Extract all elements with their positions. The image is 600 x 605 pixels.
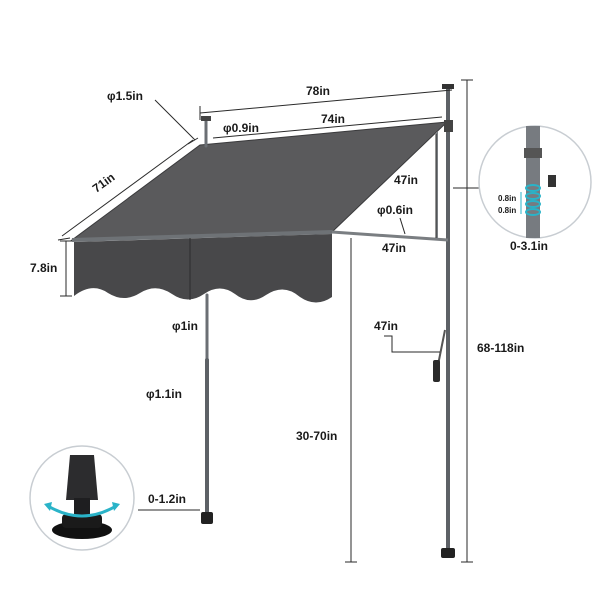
label-projection: 71in [90, 170, 118, 195]
connector-cap [201, 116, 211, 121]
label-pole-top-diameter: φ1.5in [107, 89, 143, 103]
support-arm [331, 230, 449, 242]
label-foot-adjust: 0-1.2in [148, 492, 186, 506]
label-front-pole-diameter: φ1in [172, 319, 198, 333]
foot-rotate-icon [29, 445, 135, 551]
canopy-top [70, 121, 449, 241]
rear-pole-top-cap [442, 84, 454, 89]
label-lower-pole-diameter: φ1.1in [146, 387, 182, 401]
front-bar [71, 230, 333, 242]
label-spring-gap-a: 0.8in [498, 194, 516, 203]
label-fabric-width: 74in [321, 112, 345, 126]
label-connector-diameter: φ0.9in [223, 121, 259, 135]
valance [74, 234, 332, 303]
rear-clamp [444, 120, 453, 132]
front-pole-foot [201, 512, 213, 524]
spring-clamp-icon: 0.8in 0.8in [453, 125, 592, 239]
label-overall-width: 78in [306, 84, 330, 98]
label-spring-adjust: 0-3.1in [510, 239, 548, 253]
label-front-height: 30-70in [296, 429, 337, 443]
label-rear-height: 68-118in [477, 341, 524, 355]
label-arm-length: 47in [382, 241, 406, 255]
label-valance-height: 7.8in [30, 261, 57, 275]
label-arm-diameter: φ0.6in [377, 203, 413, 217]
rear-pole-foot [441, 548, 455, 558]
crank-rod [437, 329, 446, 366]
label-crank-height: 47in [394, 173, 418, 187]
label-crank-length: 47in [374, 319, 398, 333]
label-spring-gap-b: 0.8in [498, 206, 516, 215]
crank-handle [433, 360, 440, 382]
